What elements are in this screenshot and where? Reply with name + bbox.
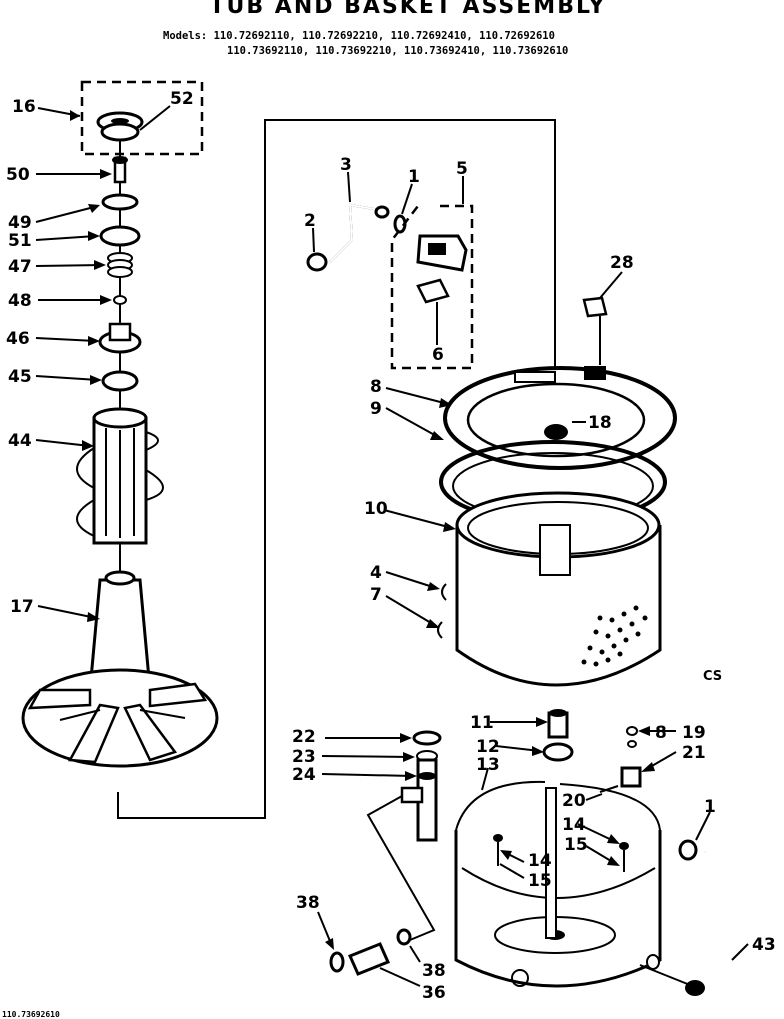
basket-part-10 bbox=[455, 491, 662, 687]
diagram-title: TUB AND BASKET ASSEMBLY bbox=[209, 0, 607, 19]
callout-14-left: 14 bbox=[528, 851, 552, 871]
screws-part-14-15 bbox=[493, 834, 629, 872]
callout-10: 10 bbox=[364, 499, 388, 519]
callout-13: 13 bbox=[476, 755, 500, 775]
callout-47: 47 bbox=[8, 257, 32, 277]
callout-50: 50 bbox=[6, 165, 30, 185]
leader-lines bbox=[35, 105, 749, 987]
callout-49: 49 bbox=[8, 213, 32, 233]
clamp-part-38-left bbox=[329, 951, 345, 973]
callout-48: 48 bbox=[8, 291, 32, 311]
callout-12: 12 bbox=[476, 737, 500, 757]
callout-14-right: 14 bbox=[562, 815, 586, 835]
clamp-part-38-right bbox=[396, 928, 412, 946]
callout-52: 52 bbox=[170, 89, 194, 109]
callout-19: 19 bbox=[682, 723, 706, 743]
auger-part-44 bbox=[76, 407, 164, 545]
callout-7: 7 bbox=[370, 585, 382, 605]
callout-1-bottom: 1 bbox=[704, 797, 716, 817]
dashed-box-16 bbox=[80, 80, 204, 156]
guide-part-28 bbox=[582, 296, 608, 318]
callout-46: 46 bbox=[6, 329, 30, 349]
seal-part-45 bbox=[101, 370, 139, 392]
model-numbers: Models: 110.72692110, 110.72692210, 110.… bbox=[163, 29, 568, 59]
callout-5: 5 bbox=[456, 159, 468, 179]
callout-8-bottom: 8 bbox=[655, 723, 667, 743]
callout-28: 28 bbox=[610, 253, 634, 273]
nut-part-11 bbox=[547, 709, 569, 739]
pump-part-24 bbox=[400, 730, 442, 842]
footer-code: 110.73692610 bbox=[2, 1010, 60, 1019]
callout-43: 43 bbox=[752, 935, 776, 955]
corner-code: CS bbox=[703, 669, 723, 684]
clip-part-48 bbox=[113, 295, 127, 305]
pad-part-6 bbox=[416, 278, 450, 304]
callout-2: 2 bbox=[304, 211, 316, 231]
callout-21: 21 bbox=[682, 743, 706, 763]
tub-ring-part-8 bbox=[443, 366, 677, 470]
hose-part-36 bbox=[347, 942, 391, 976]
callout-17: 17 bbox=[10, 597, 34, 617]
callout-38-left: 38 bbox=[296, 893, 320, 913]
callout-11: 11 bbox=[470, 713, 494, 733]
clip-part-4 bbox=[441, 583, 447, 601]
bracket-part-5 bbox=[416, 234, 468, 272]
callout-36: 36 bbox=[422, 983, 446, 1003]
hose-part-3 bbox=[329, 203, 390, 263]
spring-part-47 bbox=[107, 252, 133, 278]
callout-9: 9 bbox=[370, 399, 382, 419]
model-line-2: 110.73692110, 110.73692210, 110.73692410… bbox=[227, 45, 569, 57]
callout-38-right: 38 bbox=[422, 961, 446, 981]
callout-20: 20 bbox=[562, 791, 586, 811]
seal-part-12 bbox=[542, 742, 574, 762]
callout-44: 44 bbox=[8, 431, 32, 451]
callout-3: 3 bbox=[340, 155, 352, 175]
clip-part-7 bbox=[437, 621, 443, 639]
agitator-part-17 bbox=[21, 570, 219, 768]
model-line-1: Models: 110.72692110, 110.72692210, 110.… bbox=[163, 30, 555, 42]
callout-4: 4 bbox=[370, 563, 382, 583]
bracket-parts-19-21 bbox=[599, 726, 642, 793]
callout-23: 23 bbox=[292, 747, 316, 767]
callout-22: 22 bbox=[292, 727, 316, 747]
callout-16: 16 bbox=[12, 97, 36, 117]
assembly-bracket-line bbox=[117, 119, 556, 819]
callout-6: 6 bbox=[432, 345, 444, 365]
callout-15-left: 15 bbox=[528, 871, 552, 891]
bolt-part-50 bbox=[112, 156, 128, 184]
callout-24: 24 bbox=[292, 765, 316, 785]
callout-45: 45 bbox=[8, 367, 32, 387]
callout-18: 18 bbox=[588, 413, 612, 433]
callout-labels: 16 52 50 49 51 47 48 46 45 44 17 3 1 5 2… bbox=[6, 89, 776, 1003]
cap-part-52 bbox=[96, 111, 144, 142]
callout-15-right: 15 bbox=[564, 835, 588, 855]
clamp-part-2 bbox=[306, 252, 328, 272]
outer-tub-part-13 bbox=[454, 780, 662, 988]
callout-1-top: 1 bbox=[408, 167, 420, 187]
callout-51: 51 bbox=[8, 231, 32, 251]
cam-part-46 bbox=[98, 322, 142, 354]
ring-part-51 bbox=[99, 225, 141, 247]
hose-part-43 bbox=[678, 839, 732, 996]
washer-part-49 bbox=[101, 193, 139, 211]
dashed-box-5 bbox=[390, 204, 474, 370]
callout-8-top: 8 bbox=[370, 377, 382, 397]
